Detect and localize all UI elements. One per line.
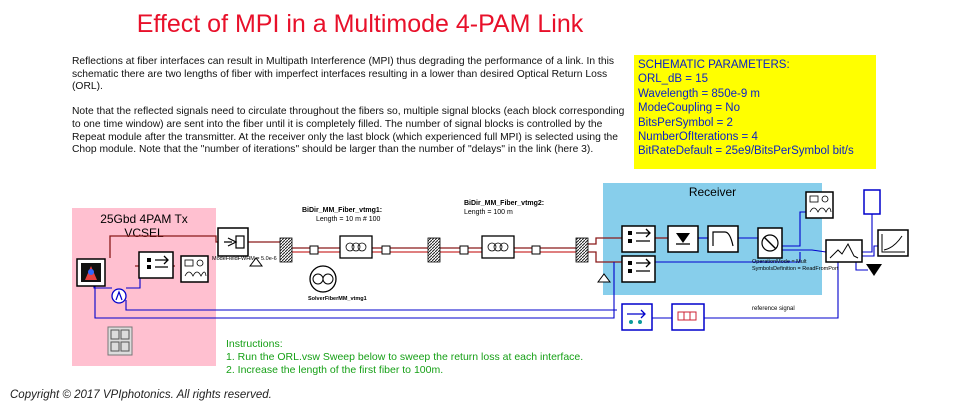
coupler-module[interactable] <box>217 227 249 257</box>
ber-analyzer-module[interactable] <box>825 239 863 263</box>
transmitter-title-line1: 25Gbd 4PAM Tx <box>100 212 188 226</box>
parameter-bitrate: BitRateDefault = 25e9/BitsPerSymbol bit/… <box>638 145 854 158</box>
symbol-delay-module[interactable] <box>671 303 705 331</box>
delay-block-1[interactable] <box>309 245 319 255</box>
fiber2-name-label: BiDir_MM_Fiber_vtmg2: <box>464 200 545 207</box>
instructions-panel: Instructions: 1. Run the ORL.vsw Sweep b… <box>226 338 583 377</box>
parameter-sweep-control[interactable] <box>863 189 881 215</box>
fiber-solver-module[interactable] <box>309 265 337 293</box>
description-paragraph-1: Reflections at fiber interfaces can resu… <box>72 56 614 93</box>
receiver-title: Receiver <box>688 185 737 199</box>
symbols-definition-label: SymbolsDefinition = ReadFromPort <box>752 266 839 272</box>
photodiode-module[interactable] <box>667 225 699 253</box>
parameter-orl: ORL_dB = 15 <box>638 73 709 86</box>
ground-terminator-icon <box>249 257 263 267</box>
copyright-notice: Copyright © 2017 VPIphotonics. All right… <box>10 389 272 401</box>
delay-block-3[interactable] <box>459 245 469 255</box>
rx-eye-diagram-analyzer[interactable] <box>805 191 834 219</box>
instruction-step-2: 2. Increase the length of the first fibe… <box>226 364 444 376</box>
operation-mode-label: OperationMode = Mult <box>752 259 807 265</box>
parameter-mode-coupling: ModeCoupling = No <box>638 102 740 115</box>
laser-modulator-icon[interactable] <box>111 288 127 304</box>
page-title: Effect of MPI in a Multimode 4-PAM Link <box>136 10 584 38</box>
ground-terminator-icon <box>597 273 611 283</box>
rx-chop-reference-module[interactable] <box>621 255 656 283</box>
reference-splitter-module[interactable] <box>621 303 653 331</box>
schematic-parameters-panel[interactable]: SCHEMATIC PARAMETERS: ORL_dB = 15 Wavele… <box>634 55 876 169</box>
fiber-interface-1[interactable] <box>279 237 293 263</box>
decision-module[interactable] <box>757 227 783 259</box>
fiber-interface-2[interactable] <box>427 237 441 263</box>
sweep-arrow-icon <box>866 264 882 276</box>
delay-block-2[interactable] <box>381 245 391 255</box>
parameters-heading: SCHEMATIC PARAMETERS: <box>638 59 790 71</box>
parameter-iterations: NumberOfIterations = 4 <box>638 131 758 144</box>
optical-wires <box>109 235 668 267</box>
fiber2-length-label: Length = 100 m <box>464 209 513 216</box>
fiber-span-2[interactable] <box>481 235 515 259</box>
description-text: Reflections at fiber interfaces can resu… <box>72 56 632 169</box>
solver-label: SolverFiberMM_vtmg1 <box>308 296 367 302</box>
parameter-bits-per-symbol: BitsPerSymbol = 2 <box>638 116 733 129</box>
eye-diagram-analyzer[interactable] <box>180 255 209 283</box>
ber-plot-2d[interactable] <box>877 229 909 257</box>
instructions-heading: Instructions: <box>226 338 283 350</box>
description-paragraph-2: Note that the reflected signals need to … <box>72 106 625 156</box>
electrical-signal-display[interactable] <box>107 326 133 356</box>
delay-block-4[interactable] <box>531 245 541 255</box>
laser-driver-module[interactable] <box>76 258 106 287</box>
mode-field-label: ModeFieldFWHM = 5.0e-6 <box>212 256 277 262</box>
fiber1-length-label: Length = 10 m # 100 <box>316 216 381 223</box>
repeat-module[interactable] <box>138 251 174 279</box>
transmitter-galaxy[interactable] <box>72 208 216 366</box>
reference-signal-label: reference signal <box>752 306 795 312</box>
fiber-span-1[interactable] <box>339 235 373 259</box>
fiber-interface-3[interactable] <box>575 237 589 263</box>
parameter-wavelength: Wavelength = 850e-9 m <box>638 87 760 100</box>
rx-chop-module[interactable] <box>621 225 656 253</box>
instruction-step-1: 1. Run the ORL.vsw Sweep below to sweep … <box>226 351 584 363</box>
lowpass-filter-module[interactable] <box>707 225 739 253</box>
fiber1-name-label: BiDir_MM_Fiber_vtmg1: <box>302 207 383 214</box>
